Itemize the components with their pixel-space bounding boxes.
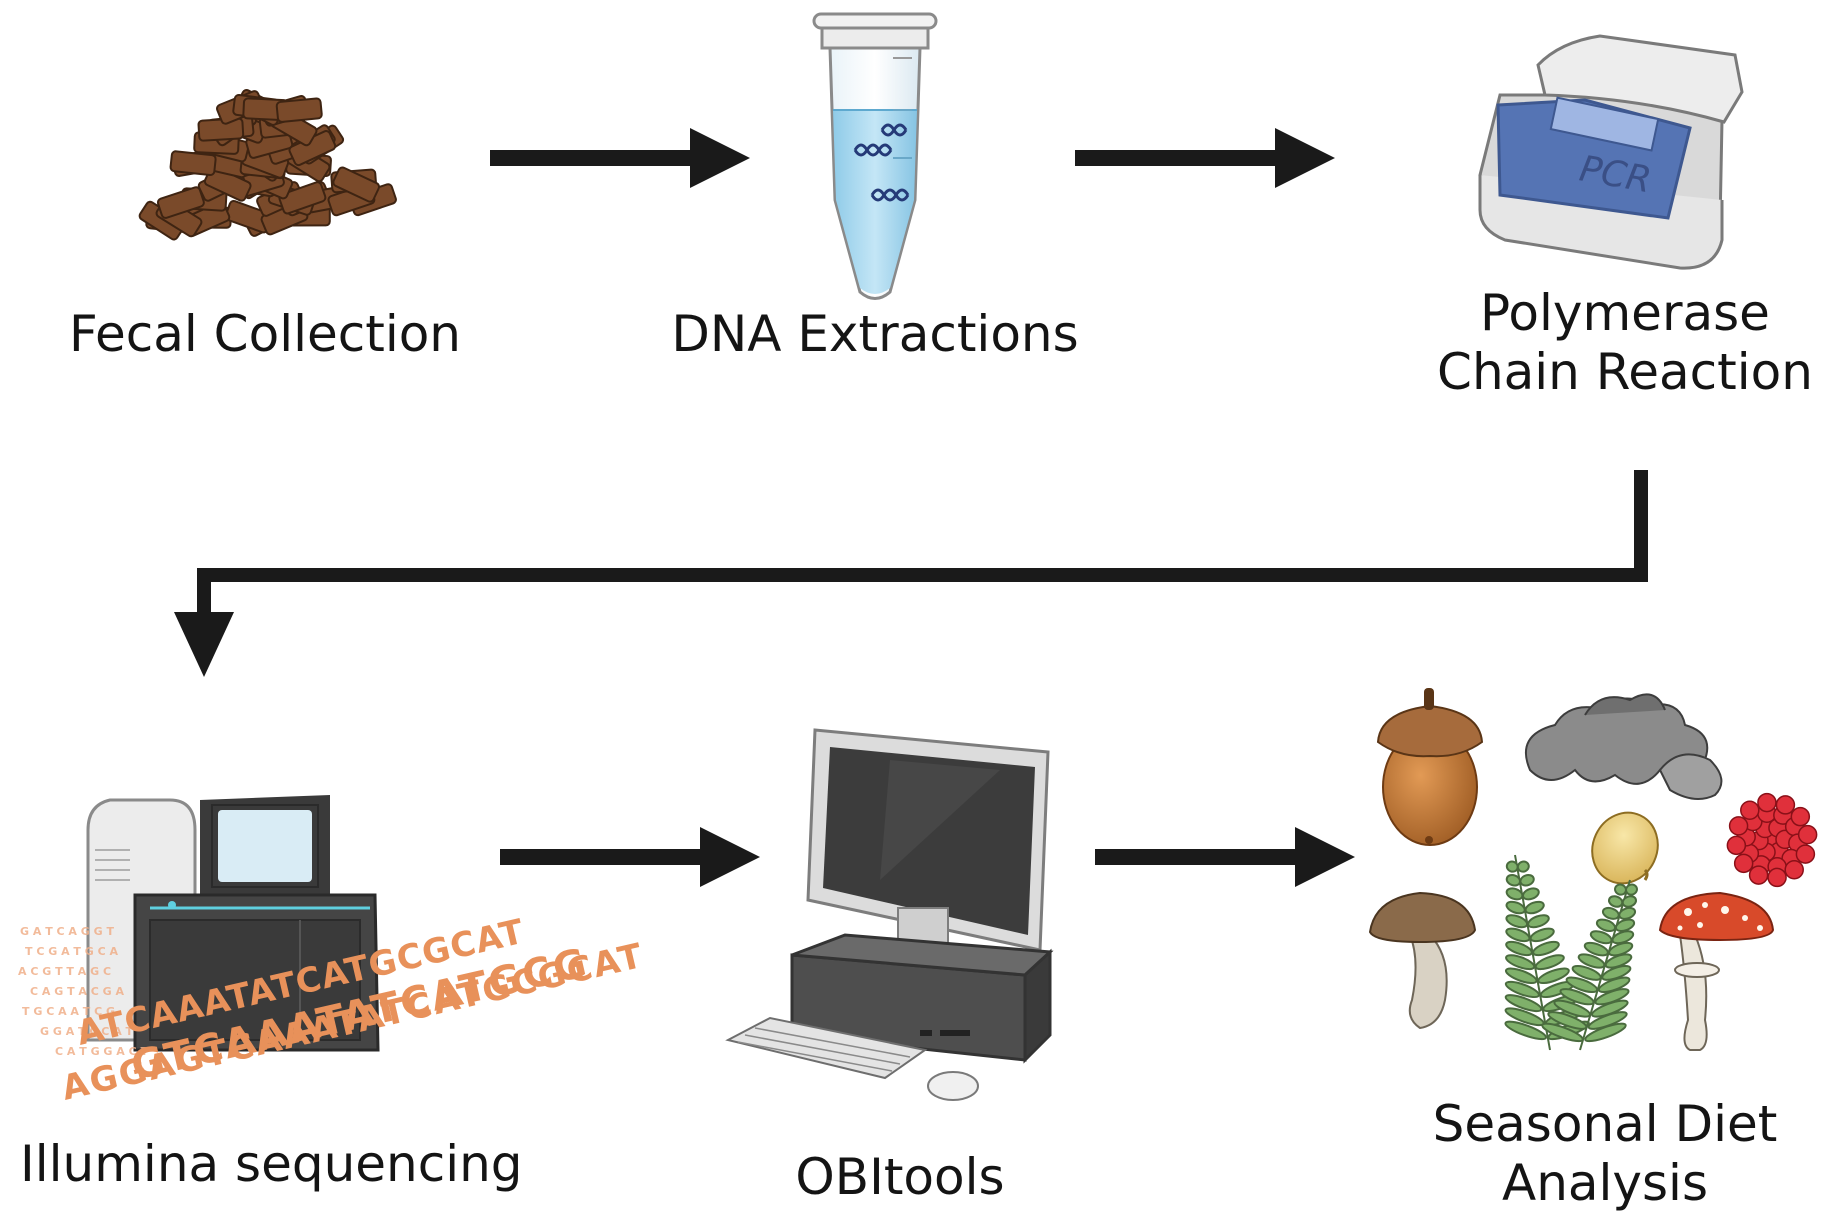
fern-leaflet — [1524, 900, 1545, 915]
feces-pile-icon — [138, 89, 397, 241]
fern-leaflet — [1527, 914, 1550, 929]
fern-leaflet — [1611, 930, 1635, 945]
fern-leaflet — [1625, 883, 1638, 896]
raspberry-icon — [1726, 792, 1818, 888]
fern-leaflet — [1614, 918, 1636, 933]
bean-icon — [1591, 811, 1659, 885]
fern-leaflet — [1505, 914, 1529, 929]
label-fecal-collection: Fecal Collection — [68, 305, 462, 363]
feces-pellet — [156, 186, 205, 219]
fern-leaflet — [1601, 906, 1620, 920]
fern-leaflet — [1608, 941, 1634, 957]
mouse-icon — [927, 1071, 979, 1101]
label-diet-line2: Analysis — [1501, 1153, 1708, 1212]
fern-leaflet — [1529, 927, 1555, 943]
arrow-fecal-to-dna — [490, 128, 750, 188]
fern-leaflet — [1537, 967, 1570, 985]
fern-leaflet — [1589, 930, 1613, 945]
label-obitools: OBItools — [795, 1148, 1005, 1206]
feces-pellet — [278, 181, 327, 215]
svg-text:A C G T T A G C: A C G T T A G C — [18, 965, 111, 978]
fern-leaflet — [1607, 895, 1624, 908]
svg-text:C A G T A C G A: C A G T A C G A — [30, 985, 125, 998]
raspberry-drupelet — [1733, 853, 1754, 874]
fern-leaflet — [1516, 860, 1530, 873]
fern-leaflet — [1595, 918, 1617, 933]
raspberry-drupelet — [1795, 844, 1816, 864]
fern-leaflet — [1577, 953, 1606, 969]
fern-icon — [1504, 854, 1638, 1051]
raspberry-drupelet — [1767, 867, 1787, 888]
fern-leaflet — [1571, 964, 1602, 981]
raspberry-drupelet — [1726, 835, 1747, 856]
arrow-pcr-to-illumina — [174, 470, 1648, 677]
label-pcr-line2: Chain Reaction — [1437, 342, 1813, 401]
fern-leaflet — [1604, 953, 1633, 969]
svg-text:T C G A T G C A: T C G A T G C A — [25, 945, 119, 958]
acorn-icon — [1376, 688, 1484, 846]
fern-leaflet — [1504, 967, 1538, 985]
arrow-obitools-to-diet — [1095, 827, 1355, 887]
arrow-illumina-to-obitools — [500, 827, 760, 887]
raspberry-drupelet — [1728, 816, 1749, 836]
raspberry-drupelet — [1784, 859, 1804, 880]
fern-leaflet — [1547, 1011, 1588, 1030]
microtube-icon — [812, 12, 938, 300]
fern-leaflet — [1505, 927, 1531, 943]
raspberry-drupelet — [1740, 800, 1760, 821]
label-pcr: Polymerase Chain Reaction — [1430, 284, 1820, 401]
feces-pellet — [275, 97, 323, 123]
label-seasonal-diet: Seasonal Diet Analysis — [1420, 1095, 1790, 1212]
keyboard-icon — [725, 1016, 928, 1080]
computer-icon — [725, 728, 1054, 1101]
svg-text:C A T G G A C T: C A T G G A C T — [55, 1045, 149, 1058]
svg-text:G A T C A G G T: G A T C A G G T — [20, 925, 114, 938]
feces-pellet — [169, 150, 217, 177]
raspberry-drupelet — [1775, 795, 1796, 815]
raspberry-drupelet — [1797, 824, 1818, 845]
fern-leaflet — [1505, 900, 1526, 915]
arrow-dna-to-pcr — [1075, 128, 1335, 188]
fern-leaflet — [1559, 988, 1595, 1006]
sequence-fade: G A T C A G G T T C G A T G C A A C G T T… — [18, 925, 149, 1058]
raspberry-drupelet — [1790, 806, 1811, 827]
label-pcr-line1: Polymerase — [1480, 284, 1770, 342]
fly-agaric-icon — [1658, 891, 1775, 1051]
fern-leaflet — [1553, 999, 1591, 1018]
feces-pellet — [332, 166, 381, 203]
fern-leaflet — [1565, 976, 1599, 994]
fern-leaflet — [1505, 954, 1536, 971]
fern-leaflet — [1505, 940, 1533, 957]
pcr-machine-icon: PCR — [1478, 34, 1744, 270]
label-illumina-sequencing: Illumina sequencing — [20, 1135, 523, 1193]
mushroom-icon — [1368, 891, 1477, 1030]
fern-leaflet — [1519, 873, 1535, 887]
fern-leaflet — [1504, 994, 1543, 1013]
svg-text:T G C A A T C G: T G C A A T C G — [22, 1005, 115, 1018]
fern-leaflet — [1504, 1020, 1547, 1041]
label-diet-line1: Seasonal Diet — [1432, 1095, 1778, 1153]
raspberry-drupelet — [1748, 865, 1769, 885]
bracket-fungus-icon — [1525, 693, 1723, 800]
fern-leaflet — [1621, 895, 1638, 908]
fern-leaflet — [1618, 906, 1637, 920]
raspberry-drupelet — [1757, 792, 1777, 813]
fern-leaflet — [1534, 954, 1565, 971]
fern-leaflet — [1532, 940, 1560, 957]
sequencer-icon — [86, 795, 380, 1052]
dna-helix-icon — [853, 123, 910, 202]
fern-leaflet — [1541, 1022, 1584, 1043]
svg-text:G G A T C C A T: G G A T C C A T — [40, 1025, 134, 1038]
label-dna-extractions: DNA Extractions — [671, 305, 1079, 363]
feces-pellet — [197, 117, 245, 142]
fern-leaflet — [1504, 980, 1540, 999]
fern-leaflet — [1583, 941, 1609, 957]
fern-leaflet — [1522, 887, 1540, 901]
